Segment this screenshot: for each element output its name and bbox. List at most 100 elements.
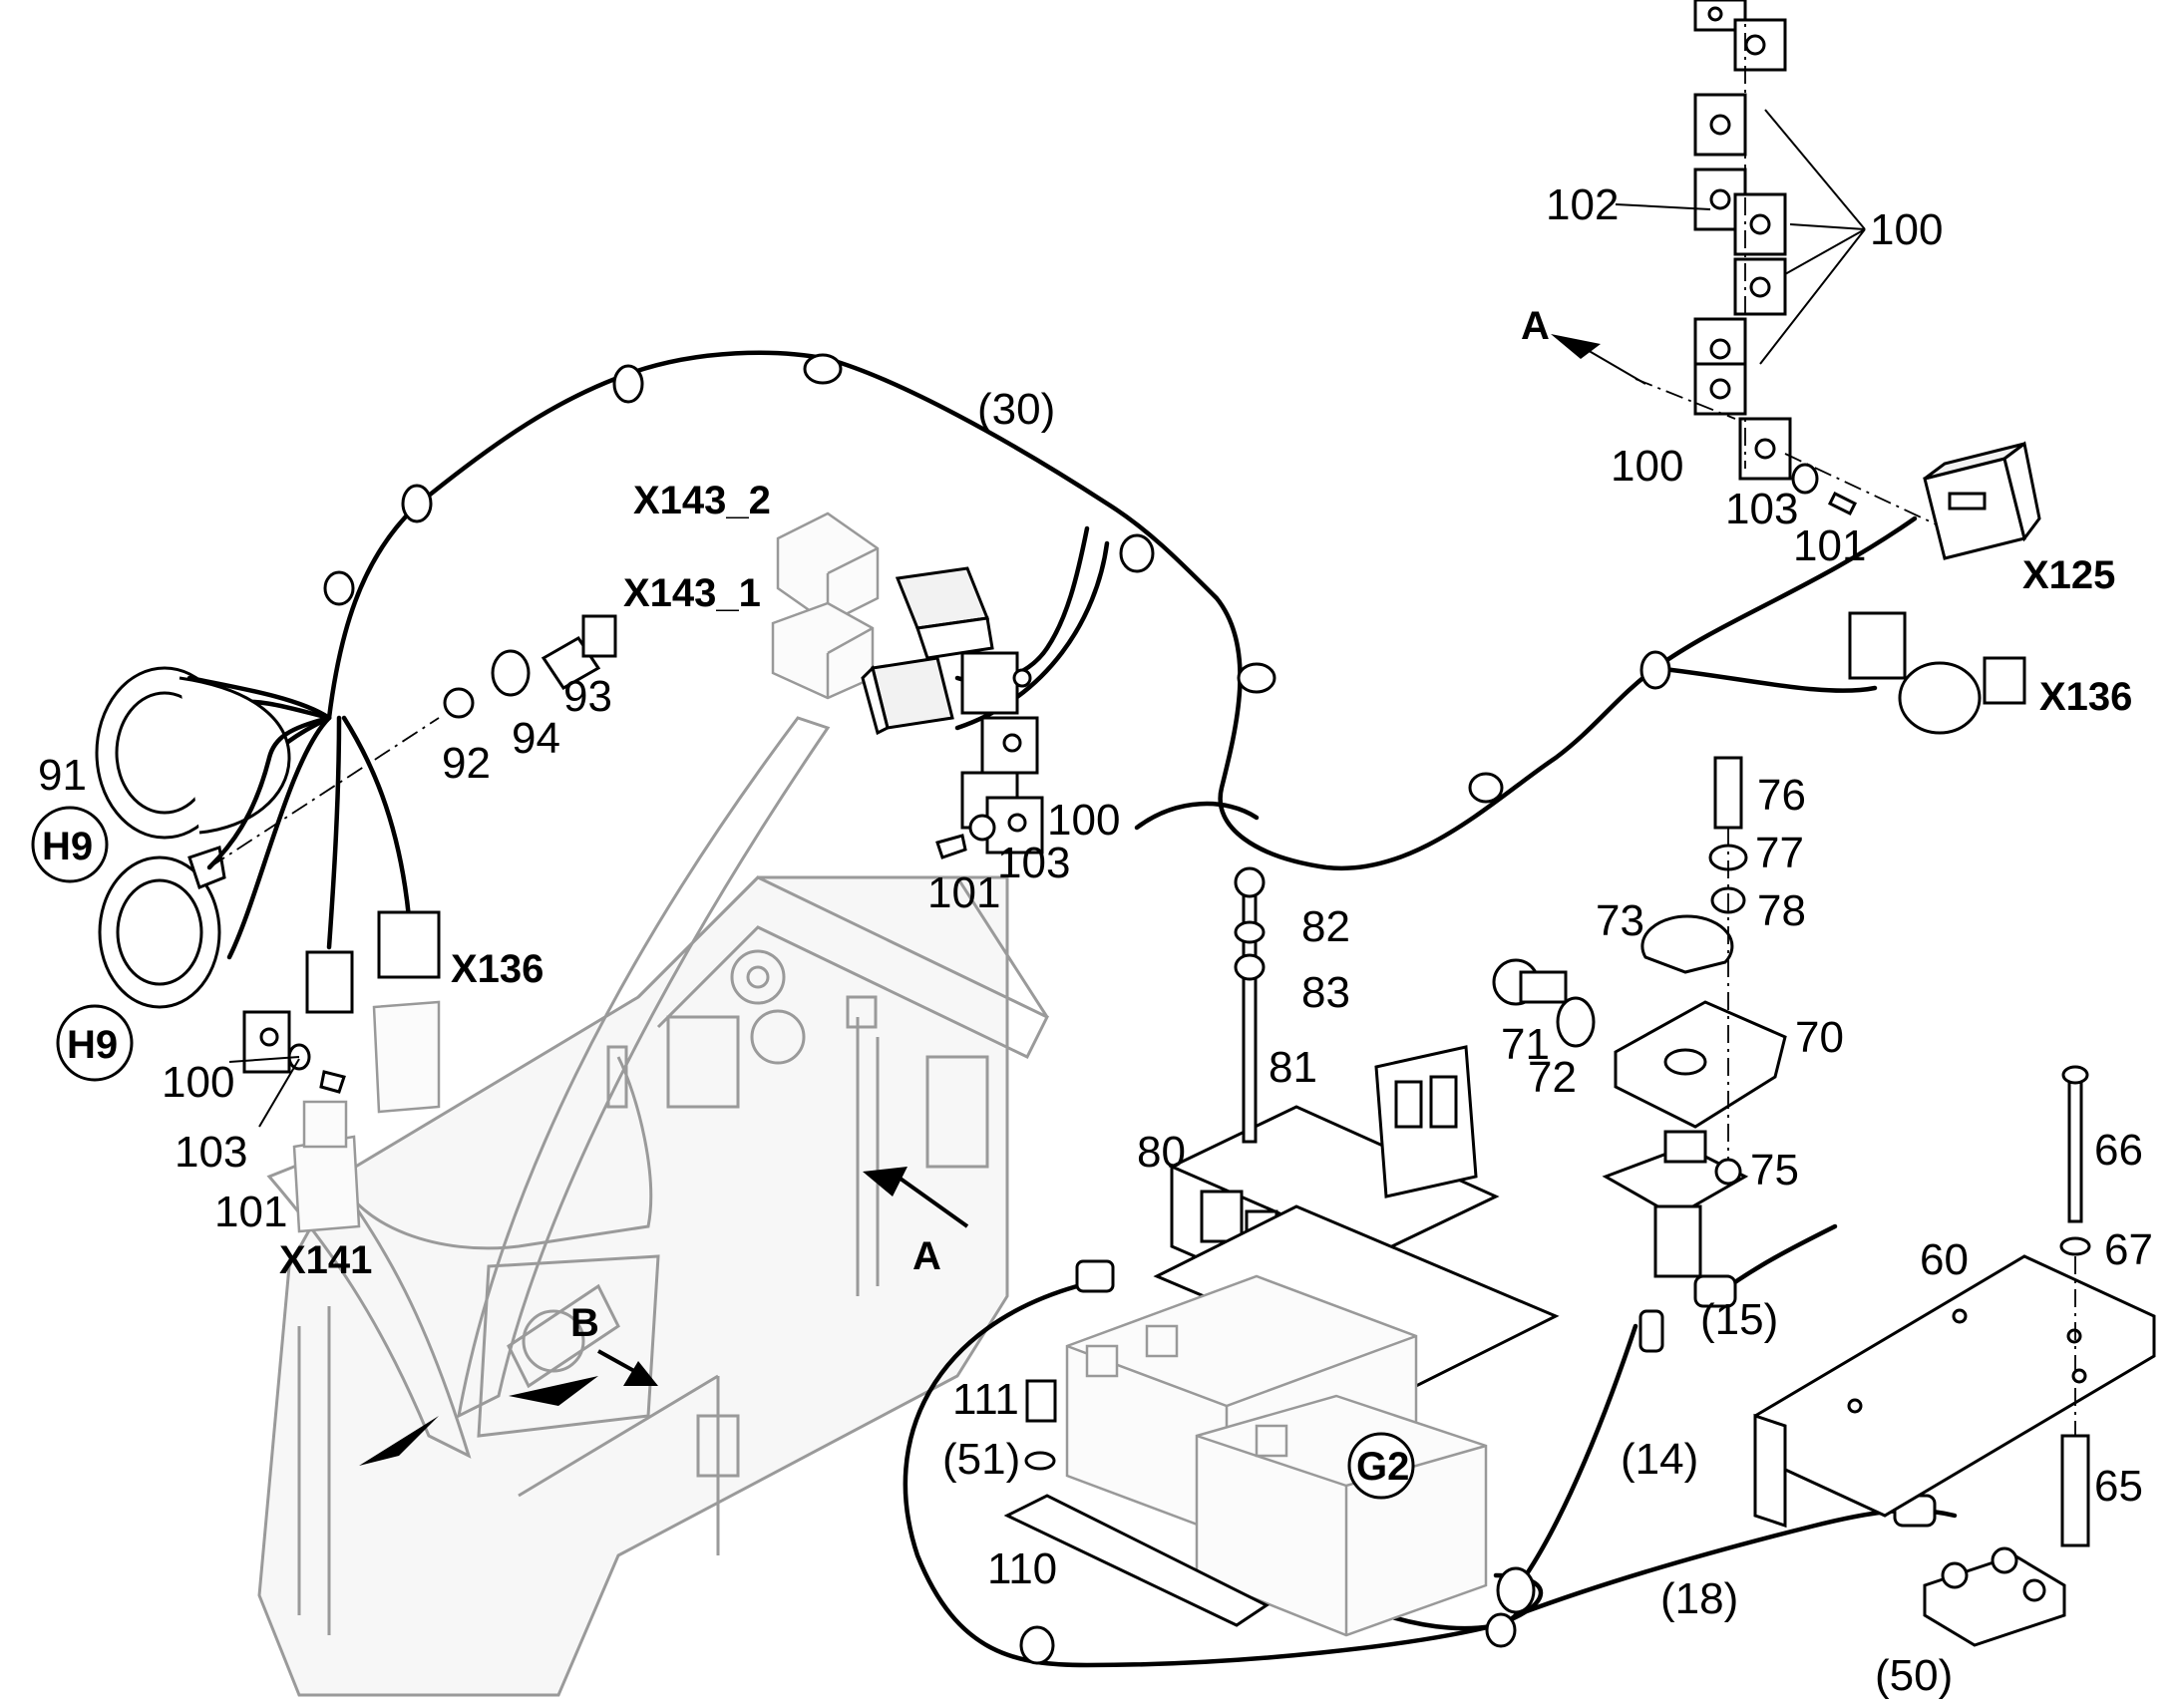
connector-x143-2 — [776, 512, 880, 625]
callout-103-mid: 103 — [997, 839, 1070, 887]
bolt-111 — [1025, 1379, 1057, 1423]
callout-80: 80 — [1137, 1128, 1186, 1177]
arrow-b — [597, 1349, 658, 1386]
callout-73: 73 — [1596, 896, 1644, 945]
callout-30: (30) — [977, 385, 1055, 434]
callout-93: 93 — [563, 672, 612, 721]
callout-71: 71 — [1501, 1020, 1550, 1069]
connector-x136-right — [1848, 611, 2026, 735]
callout-x141: X141 — [279, 1238, 372, 1282]
harness-clip — [323, 570, 355, 606]
callout-82: 82 — [1301, 902, 1350, 951]
clamp-100-left — [242, 1010, 291, 1074]
callout-h9-top: H9 — [42, 825, 93, 868]
callout-51: (51) — [942, 1435, 1020, 1484]
spacer-65 — [2060, 1434, 2090, 1547]
harness-clip — [1119, 533, 1155, 573]
callout-81: 81 — [1269, 1043, 1317, 1092]
callout-83: 83 — [1301, 968, 1350, 1017]
h9-bottom-circle — [56, 1004, 134, 1082]
callout-103-right-top: 103 — [1725, 485, 1798, 533]
callout-100-right-top: 100 — [1611, 442, 1683, 491]
connector-x125 — [1923, 441, 2041, 560]
disc-73 — [1640, 914, 1734, 974]
harness-clip — [803, 353, 843, 385]
battery-clamp-bar-110 — [1003, 1494, 1270, 1627]
callout-103-left: 103 — [175, 1128, 247, 1177]
bracket-70 — [1614, 1000, 1787, 1129]
harness-clip — [401, 484, 433, 523]
harness-clip — [1237, 662, 1276, 694]
callout-100-mid: 100 — [1047, 796, 1120, 845]
cable-clip — [1496, 1566, 1536, 1614]
callout-x136-left: X136 — [451, 947, 544, 991]
callout-111: 111 — [952, 1375, 1019, 1424]
callout-x143-2: X143_2 — [633, 479, 771, 522]
callout-101-right-top: 101 — [1793, 521, 1866, 570]
nut-83 — [1234, 953, 1266, 981]
machine-frame — [257, 716, 1050, 1697]
arrow-a-mid-label: A — [912, 1234, 941, 1278]
callout-50: (50) — [1875, 1651, 1953, 1700]
washer-103-top — [1791, 463, 1819, 495]
plate-60 — [1753, 1254, 2156, 1529]
bolt-71 — [1492, 958, 1568, 1006]
callout-102: 102 — [1546, 180, 1619, 229]
stud-81 — [1234, 866, 1266, 1144]
callout-60: 60 — [1920, 1235, 1969, 1284]
callout-65: 65 — [2094, 1462, 2143, 1511]
horn-cables — [186, 675, 332, 870]
g2-label-circle — [1347, 1432, 1415, 1500]
bolt-66 — [2061, 1065, 2089, 1223]
washer-51 — [1024, 1451, 1056, 1471]
callout-92: 92 — [442, 739, 491, 788]
harness-clip — [1639, 650, 1671, 690]
callout-h9-bottom: H9 — [67, 1023, 118, 1067]
leader-lines-top-right — [1615, 109, 1946, 529]
arrow-a-top — [1551, 334, 1646, 385]
callout-76: 76 — [1757, 771, 1806, 820]
harness-clip — [612, 364, 644, 404]
callout-91: 91 — [38, 751, 87, 800]
washer-94 — [491, 649, 531, 697]
relay-50 — [1923, 1546, 2066, 1647]
cable-clip — [1019, 1625, 1055, 1665]
connector-x141 — [292, 1100, 361, 1233]
washer-72 — [1556, 996, 1596, 1048]
battery-g2-label: G2 — [1356, 1445, 1409, 1489]
callout-78: 78 — [1757, 886, 1806, 935]
nut-92 — [443, 687, 475, 719]
mating-connector-x143-2 — [895, 566, 994, 660]
callout-101-mid: 101 — [927, 868, 1000, 917]
callout-x136-right: X136 — [2039, 675, 2132, 719]
screw-101-mid — [935, 834, 967, 859]
callout-x143-1: X143_1 — [623, 571, 761, 615]
flow-arrow-left — [359, 1416, 439, 1466]
mating-connector-x143-1 — [861, 656, 954, 736]
callout-101-left: 101 — [214, 1188, 287, 1236]
arrow-b-label: B — [570, 1301, 599, 1345]
bolt-93 — [541, 614, 617, 690]
screw-101-left — [319, 1070, 346, 1094]
connector-x143-1 — [771, 601, 875, 700]
washer-67 — [2059, 1236, 2091, 1256]
arrow-a-top-label: A — [1521, 304, 1550, 348]
callout-70: 70 — [1795, 1013, 1844, 1062]
screw-101-top — [1827, 491, 1858, 516]
callout-66: 66 — [2094, 1126, 2143, 1175]
connector-x141-plug — [305, 950, 354, 1014]
cable-terminal — [1075, 1259, 1115, 1293]
callout-18: (18) — [1660, 1574, 1738, 1623]
h9-top-circle — [31, 806, 109, 883]
screw-76 — [1713, 756, 1743, 830]
callout-100-top: 100 — [1870, 205, 1943, 254]
callout-14: (14) — [1621, 1435, 1698, 1484]
battery-bracket-80 — [1153, 1045, 1560, 1388]
callout-94: 94 — [512, 714, 560, 763]
callout-72: 72 — [1528, 1053, 1577, 1102]
cable-clip — [1485, 1612, 1517, 1648]
battery-front — [1195, 1394, 1488, 1637]
flow-arrow-center — [509, 1376, 598, 1406]
harness-clip — [1468, 772, 1504, 804]
